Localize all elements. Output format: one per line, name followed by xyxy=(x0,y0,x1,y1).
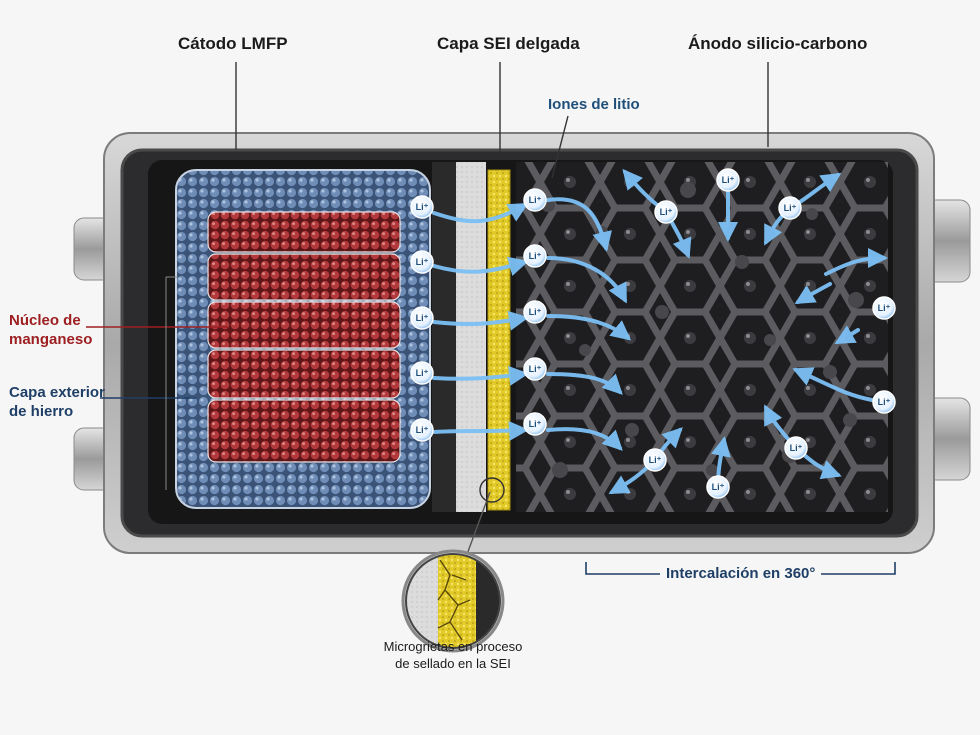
silicon-carbon-anode xyxy=(516,162,888,512)
li-ion-symbol: Li⁺ xyxy=(660,207,673,217)
li-ion-symbol: Li⁺ xyxy=(529,307,542,317)
leader-lines xyxy=(86,62,769,558)
li-ion-symbol: Li⁺ xyxy=(529,364,542,374)
sei-yellow-layer xyxy=(487,169,511,511)
intercalation-label: Intercalación en 360° xyxy=(660,565,822,582)
microcracks-caption: Microgrietas en proceso de sellado en la… xyxy=(372,638,534,672)
li-ion-symbol: Li⁺ xyxy=(649,455,662,465)
li-ion-symbol: Li⁺ xyxy=(878,397,891,407)
sei-gray-layer xyxy=(456,162,486,512)
shell-label: Capa exterior de hierro xyxy=(9,383,105,421)
manganese-core-5 xyxy=(207,399,401,463)
shell-label-line2: de hierro xyxy=(9,403,74,420)
core-label-line1: Núcleo de xyxy=(9,312,81,329)
sei-magnifier xyxy=(401,549,505,653)
cathode-label: Cátodo LMFP xyxy=(178,34,288,53)
li-ion-labels: Li⁺ Li⁺ Li⁺ Li⁺ Li⁺ Li⁺ Li⁺ Li⁺ Li⁺ Li⁺ … xyxy=(416,175,891,492)
cathode xyxy=(175,169,431,509)
li-ion-symbol: Li⁺ xyxy=(416,202,429,212)
li-ion-symbol: Li⁺ xyxy=(712,482,725,492)
shell-label-line1: Capa exterior xyxy=(9,384,105,401)
manganese-core-2 xyxy=(207,253,401,301)
li-ion-symbol: Li⁺ xyxy=(790,443,803,453)
sei-label: Capa SEI delgada xyxy=(437,34,580,53)
manganese-core-4 xyxy=(207,349,401,399)
li-ion-symbol: Li⁺ xyxy=(529,419,542,429)
li-ion-symbol: Li⁺ xyxy=(416,257,429,267)
core-label-line2: manganeso xyxy=(9,331,93,348)
microcracks-caption-line1: Microgrietas en proceso xyxy=(383,639,523,654)
sei-zoom-marker xyxy=(479,477,505,503)
microcracks-caption-line2: de sellado en la SEI xyxy=(395,656,511,671)
li-ion-symbol: Li⁺ xyxy=(416,313,429,323)
li-ion-symbol: Li⁺ xyxy=(416,368,429,378)
manganese-core-3 xyxy=(207,301,401,349)
li-ion-symbol: Li⁺ xyxy=(784,203,797,213)
li-ion-symbol: Li⁺ xyxy=(878,303,891,313)
li-ion-symbol: Li⁺ xyxy=(722,175,735,185)
ions-label: Iones de litio xyxy=(548,96,640,113)
li-ion-symbol: Li⁺ xyxy=(529,251,542,261)
manganese-core-1 xyxy=(207,211,401,253)
li-ion-symbol: Li⁺ xyxy=(416,425,429,435)
separator xyxy=(432,162,456,512)
li-ions xyxy=(410,168,896,499)
core-label: Núcleo de manganeso xyxy=(9,311,92,349)
li-ion-symbol: Li⁺ xyxy=(529,195,542,205)
anode-label: Ánodo silicio-carbono xyxy=(688,34,868,53)
